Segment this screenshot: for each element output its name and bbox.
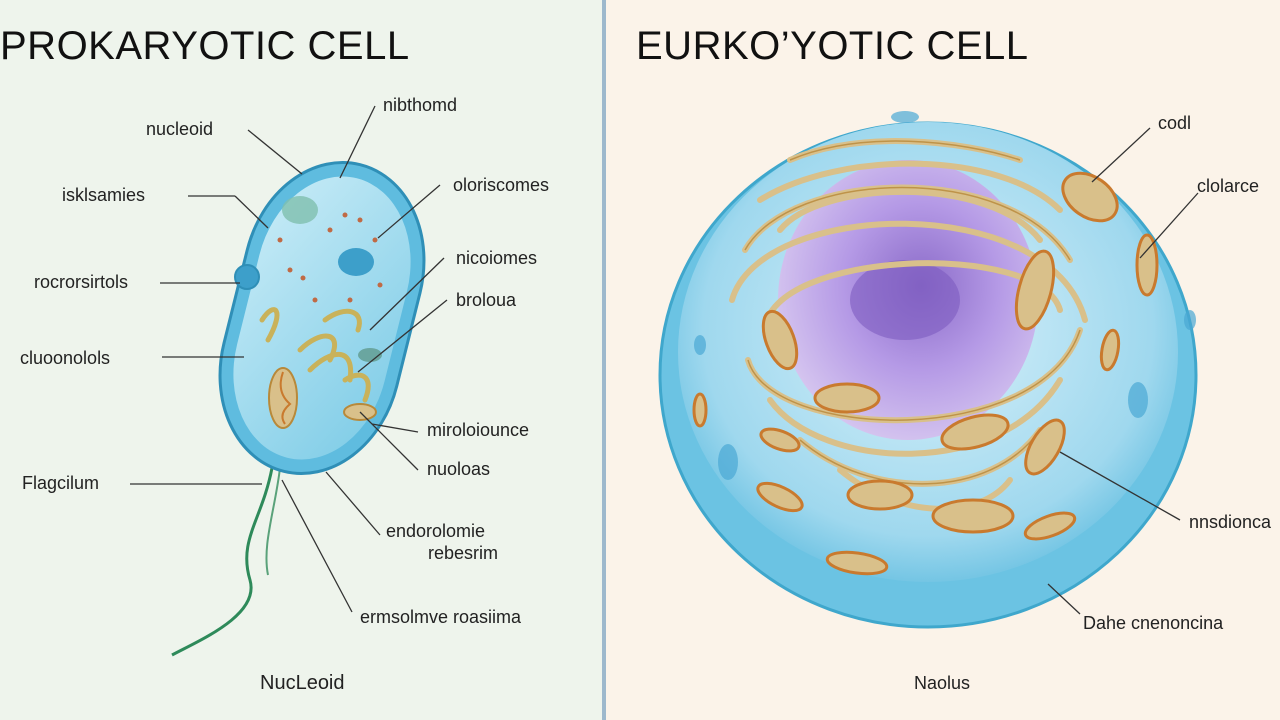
label-endo-line2: rebesrim bbox=[428, 543, 499, 563]
label-clolarce: clolarce bbox=[1197, 176, 1260, 196]
label-rocrorsirtols: rocrorsirtols bbox=[34, 272, 129, 292]
prokaryote-cell bbox=[171, 161, 426, 657]
vacuole-icon bbox=[338, 248, 374, 276]
mitochondria bbox=[692, 171, 1159, 576]
label-ermsolmue: ermsolmve roasiima bbox=[360, 607, 522, 627]
label-olorisomes: oloriscomes bbox=[453, 175, 550, 195]
label-codl: codl bbox=[1158, 113, 1192, 133]
nucleoid-blob bbox=[282, 196, 318, 224]
label-nnsdionca: nnsdionca bbox=[1189, 512, 1272, 532]
label-dahe: Dahe cnenoncina bbox=[1083, 613, 1224, 633]
eukaryote-caption: Naolus bbox=[914, 673, 971, 693]
label-nucloas: nuoloas bbox=[427, 459, 491, 479]
flagellum bbox=[171, 467, 274, 657]
prokaryote-mitochondrion bbox=[268, 367, 298, 429]
label-flagellum: Flagcilum bbox=[22, 473, 100, 493]
label-nicoiomes: nicoiomes bbox=[456, 248, 538, 268]
label-nibthomd: nibthomd bbox=[383, 95, 458, 115]
pilus-knob bbox=[234, 264, 260, 290]
eukaryote-cell bbox=[658, 111, 1198, 629]
panel-divider bbox=[602, 0, 606, 720]
nucleolus bbox=[850, 260, 960, 340]
label-iskisamies: isklsamies bbox=[62, 185, 146, 205]
prokaryote-leaders bbox=[130, 105, 448, 613]
prokaryote-title: PROKARYOTIC CELL bbox=[0, 24, 410, 68]
label-nucleoid-top: nucleoid bbox=[146, 119, 214, 139]
eukaryote-leaders bbox=[1047, 127, 1199, 615]
membrane-pores bbox=[694, 111, 1196, 480]
prokaryote-caption: NucLeoid bbox=[260, 672, 345, 694]
label-ellunoonolols: cluoonolols bbox=[20, 348, 111, 368]
eukaryote-title: EURKO’YOTIC CELL bbox=[636, 24, 1029, 68]
ribosome-dots bbox=[277, 212, 383, 303]
label-micolociunce: miroloiounce bbox=[427, 420, 530, 440]
label-endo-line1: endorolomie bbox=[386, 521, 486, 541]
label-broloua: broloua bbox=[456, 290, 517, 310]
nucleoid-coils bbox=[259, 307, 371, 403]
